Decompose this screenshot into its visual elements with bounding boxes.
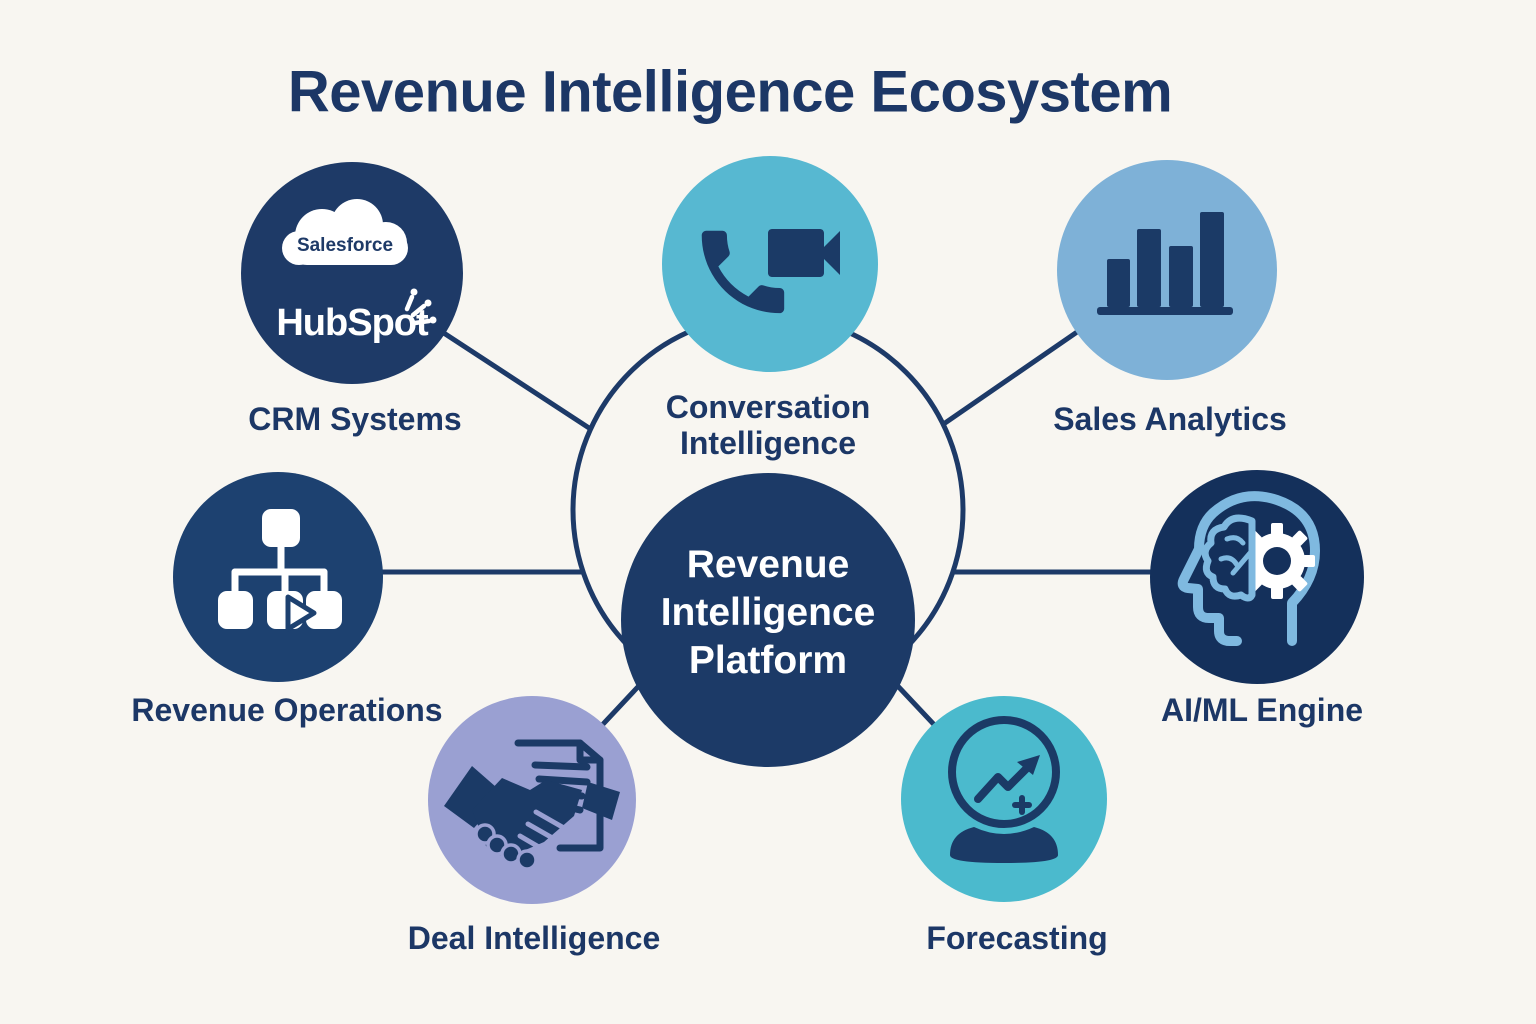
crystal-ball-trend-icon xyxy=(948,716,1060,863)
label-revenue-operations: Revenue Operations xyxy=(131,692,443,728)
node-sales-analytics xyxy=(1057,160,1277,380)
node-deal-intelligence xyxy=(428,696,636,904)
handshake-document-icon xyxy=(444,739,620,871)
label-sales-analytics: Sales Analytics xyxy=(1053,401,1287,437)
head-brain-gear-icon xyxy=(1177,491,1320,646)
page-title: Revenue Intelligence Ecosystem xyxy=(287,59,1173,125)
node-conversation-intelligence xyxy=(662,156,878,372)
salesforce-cloud-logo: Salesforce xyxy=(282,199,408,265)
label-ai-ml-engine: AI/ML Engine xyxy=(1160,692,1364,728)
hubspot-logo-text: HubSpot xyxy=(276,302,429,344)
bar-chart-icon xyxy=(1097,212,1233,315)
node-crm-systems: Salesforce HubSpot xyxy=(241,162,463,384)
salesforce-logo-text: Salesforce xyxy=(297,235,393,256)
forecasting-circle xyxy=(901,696,1107,902)
org-chart-icon xyxy=(218,509,342,632)
label-crm-systems: CRM Systems xyxy=(248,401,462,437)
node-forecasting xyxy=(901,696,1107,902)
brain-icon xyxy=(1201,514,1256,602)
hubspot-sprocket-spokes xyxy=(404,288,437,326)
label-forecasting: Forecasting xyxy=(926,920,1108,956)
hubspot-logo: HubSpot xyxy=(276,288,437,344)
sales-analytics-circle xyxy=(1057,160,1277,380)
crm-circle xyxy=(241,162,463,384)
handshake-icon xyxy=(444,766,620,871)
platform-circle xyxy=(621,473,915,767)
label-conversation-intelligence: Conversation Intelligence xyxy=(665,389,871,461)
label-deal-intelligence: Deal Intelligence xyxy=(407,920,661,956)
node-ai-ml-engine xyxy=(1150,470,1364,684)
revenue-operations-circle xyxy=(173,472,383,682)
platform-label: Revenue Intelligence Platform xyxy=(660,543,876,682)
document-icon xyxy=(514,739,604,852)
phone-video-call-icon xyxy=(701,229,840,314)
head-profile-outline xyxy=(1177,491,1320,646)
node-revenue-operations xyxy=(173,472,383,682)
